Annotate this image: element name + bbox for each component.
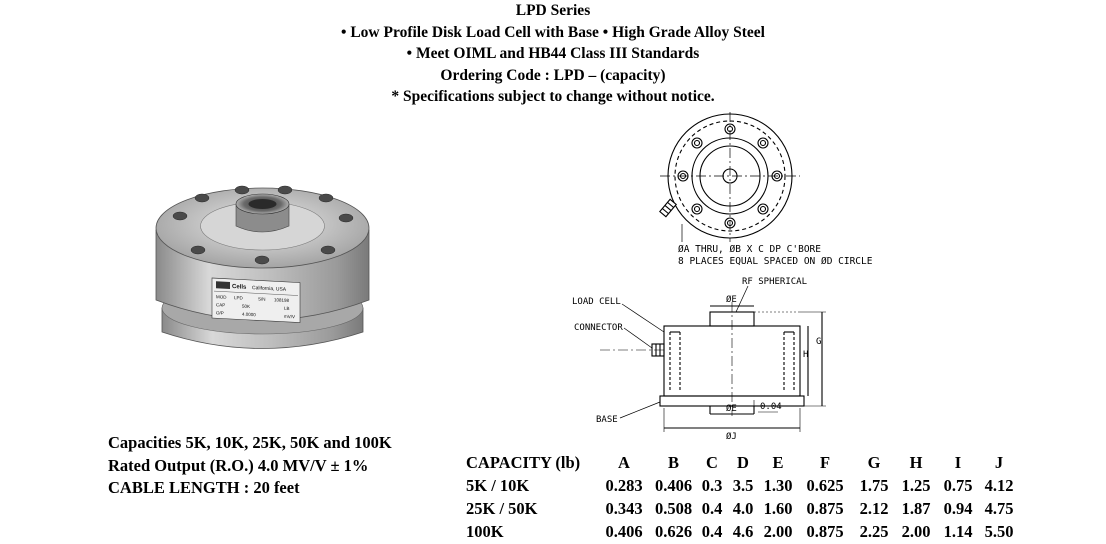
label-connector: CONNECTOR (574, 323, 623, 333)
col-g: G (867, 453, 881, 472)
cell: 5K / 10K (466, 476, 530, 495)
cell: 4.6 (732, 522, 754, 541)
technical-drawing: ØA THRU, ØB X C DP C'BORE 8 PLACES EQUAL… (572, 112, 873, 442)
cell: 2.00 (763, 522, 793, 541)
feature-line-2: • Meet OIML and HB44 Class III Standards (406, 45, 700, 62)
cell: 0.625 (806, 476, 844, 495)
label-e-top: ØE (726, 294, 737, 305)
hole-note-line-2: 8 PLACES EQUAL SPACED ON ØD CIRCLE (678, 256, 873, 267)
plate-op-unit: mV/V (284, 314, 295, 320)
cell: 25K / 50K (466, 499, 538, 518)
cell: 1.30 (763, 476, 793, 495)
plate-mod-key: MOD (216, 294, 227, 300)
load-cell-photo: Cells California, USA MOD LPD S/N 108198… (155, 185, 370, 349)
col-h: H (909, 453, 923, 472)
cell: 4.75 (984, 499, 1014, 518)
cell: 5.50 (984, 522, 1014, 541)
plate-op-val: 4.0000 (242, 312, 256, 318)
col-b: B (667, 453, 679, 472)
plate-origin: California, USA (252, 285, 287, 293)
cell: 1.87 (901, 499, 931, 518)
hole-note-line-1: ØA THRU, ØB X C DP C'BORE (678, 244, 821, 255)
cell: 0.875 (806, 522, 844, 541)
plate-brand: Cells (232, 284, 247, 291)
cell: 0.94 (943, 499, 973, 518)
header: LPD Series • Low Profile Disk Load Cell … (0, 0, 1106, 108)
cable-length-text: CABLE LENGTH : 20 feet (108, 478, 300, 497)
col-d: D (737, 453, 749, 472)
cell: 3.5 (732, 476, 754, 495)
plate-mod-val: LPD (234, 295, 243, 300)
cell: 0.626 (654, 522, 693, 541)
cell: 4.12 (984, 476, 1014, 495)
cell: 1.14 (943, 522, 973, 541)
cell: 2.25 (859, 522, 889, 541)
label-j: ØJ (726, 431, 737, 442)
dimensions-table: CAPACITY (lb) A B C D E F G H I J 5K / 1… (466, 452, 1019, 544)
cell: 2.00 (901, 522, 931, 541)
disclaimer: * Specifications subject to change witho… (391, 88, 715, 105)
col-a: A (618, 453, 630, 472)
cell: 4.0 (732, 499, 754, 518)
col-j: J (994, 453, 1004, 472)
cell: 1.60 (763, 499, 793, 518)
table-header-row: CAPACITY (lb) A B C D E F G H I J (466, 452, 1019, 475)
cell: 0.406 (654, 476, 693, 495)
table-row: 5K / 10K 0.283 0.406 0.3 3.5 1.30 0.625 … (466, 475, 1019, 498)
col-capacity: CAPACITY (lb) (466, 453, 581, 472)
label-g: G (816, 337, 821, 347)
plate-sn-key: S/N (258, 296, 266, 301)
label-e-bottom: ØE (726, 403, 737, 414)
table-row: 25K / 50K 0.343 0.508 0.4 4.0 1.60 0.875… (466, 498, 1019, 521)
cell: 0.3 (701, 476, 723, 495)
cell: 1.25 (901, 476, 931, 495)
cell: 0.283 (605, 476, 643, 495)
feature-line-1: • Low Profile Disk Load Cell with Base •… (341, 23, 765, 41)
col-c: C (706, 453, 718, 472)
label-h: H (803, 350, 808, 360)
cell: 0.508 (654, 499, 693, 518)
cell: 0.4 (701, 522, 723, 541)
plate-cap-unit: LB (284, 306, 290, 311)
col-f: F (819, 453, 831, 472)
label-base: BASE (596, 415, 618, 425)
cell: 0.75 (943, 476, 973, 495)
cell: 2.12 (859, 499, 889, 518)
cell: 0.4 (701, 499, 723, 518)
plate-op-key: O/P (216, 310, 224, 315)
plate-cap-val: 50K (242, 304, 250, 309)
cell: 0.875 (806, 499, 844, 518)
rated-output-text: Rated Output (R.O.) 4.0 MV/V ± 1% (108, 455, 369, 475)
col-i: I (954, 453, 962, 472)
cell: 1.75 (859, 476, 889, 495)
label-dim-004: 0.04 (760, 402, 782, 412)
ordering-code: Ordering Code : LPD – (capacity) (440, 66, 666, 84)
plate-sn-val: 108198 (274, 297, 290, 303)
capacities-text: Capacities 5K, 10K, 25K, 50K and 100K (108, 433, 392, 452)
col-e: E (772, 453, 784, 472)
cell: 0.343 (605, 499, 643, 518)
table-row: 100K 0.406 0.626 0.4 4.6 2.00 0.875 2.25… (466, 521, 1019, 544)
cell: 100K (466, 522, 504, 541)
label-rf-spherical: RF SPHERICAL (742, 277, 807, 287)
specs-block: Capacities 5K, 10K, 25K, 50K and 100K Ra… (108, 432, 392, 500)
series-title: LPD Series (515, 2, 591, 19)
label-load-cell: LOAD CELL (572, 297, 621, 307)
plate-cap-key: CAP (216, 302, 225, 307)
cell: 0.406 (605, 522, 643, 541)
